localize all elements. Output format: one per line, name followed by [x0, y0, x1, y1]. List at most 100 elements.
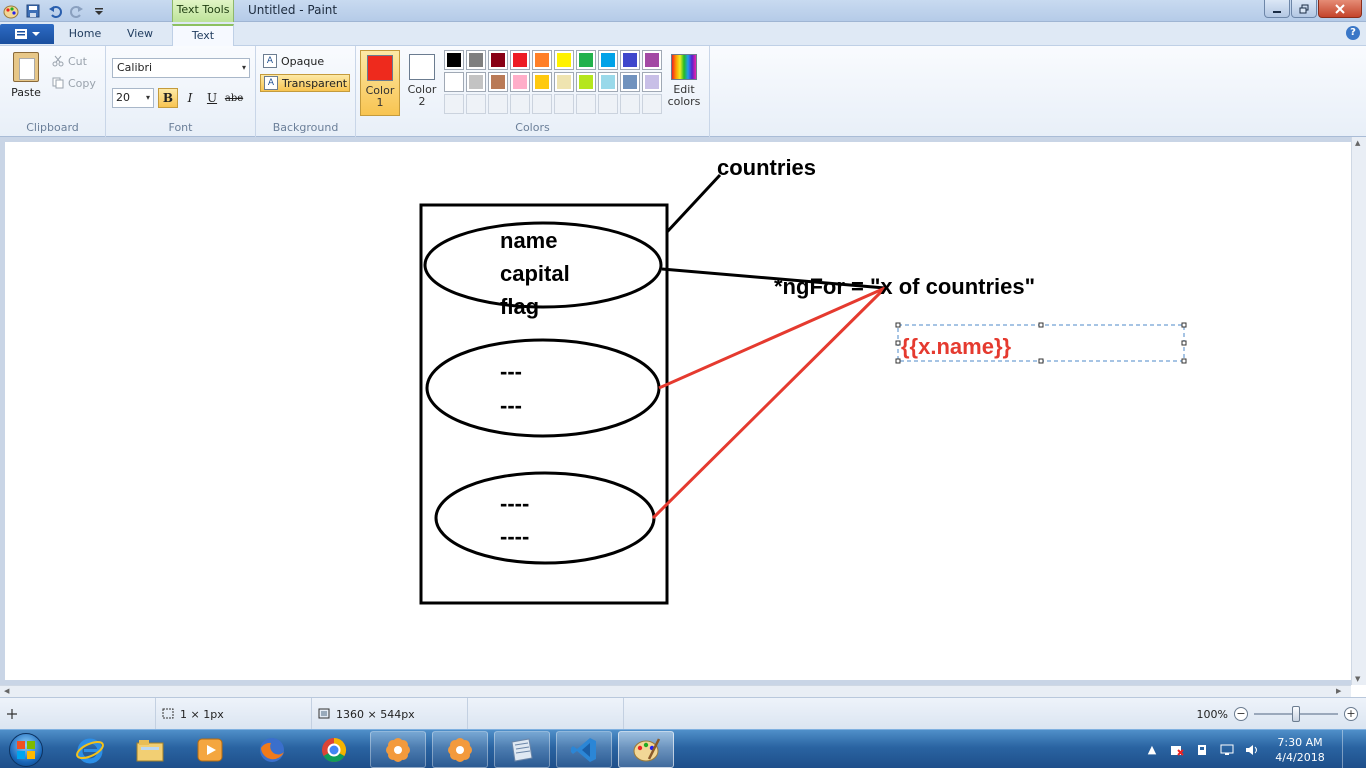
palette-custom-slot[interactable]	[554, 94, 574, 114]
clock[interactable]: 7:30 AM 4/4/2018	[1269, 735, 1331, 765]
cut-button[interactable]: Cut	[52, 52, 87, 70]
zoom-slider-thumb[interactable]	[1292, 706, 1300, 722]
scroll-up-icon[interactable]: ▲	[1355, 139, 1361, 147]
action-center-icon[interactable]	[1169, 742, 1185, 758]
show-hidden-icons-icon[interactable]: ▲	[1147, 743, 1157, 756]
palette-color-swatch[interactable]	[598, 72, 618, 92]
strikethrough-button[interactable]: abe	[224, 92, 244, 104]
paste-button[interactable]: Paste	[6, 52, 46, 104]
minimize-button[interactable]	[1264, 0, 1290, 18]
text-tools-contextual-label: Text Tools	[172, 0, 234, 22]
taskbar-vscode[interactable]	[556, 731, 612, 768]
paint-app-icon[interactable]	[2, 2, 20, 20]
textbox-content[interactable]: {{x.name}}	[901, 334, 1012, 359]
customize-toolbar-icon[interactable]	[90, 2, 108, 20]
color2-button[interactable]: Color 2	[404, 50, 440, 116]
color1-button[interactable]: Color 1	[360, 50, 400, 116]
palette-custom-slot[interactable]	[488, 94, 508, 114]
taskbar-paint[interactable]	[618, 731, 674, 768]
taskbar-notebook[interactable]	[494, 731, 550, 768]
taskbar-firefox[interactable]	[244, 731, 300, 768]
restore-icon	[1299, 4, 1309, 13]
edit-colors-button[interactable]: Edit colors	[662, 50, 706, 116]
swatch-fill	[645, 75, 659, 89]
palette-color-swatch[interactable]	[620, 50, 640, 70]
resize-handle[interactable]	[895, 322, 901, 328]
resize-handle[interactable]	[1181, 358, 1187, 364]
network-icon[interactable]	[1219, 742, 1235, 758]
palette-color-swatch[interactable]	[444, 72, 464, 92]
resize-handle[interactable]	[895, 358, 901, 364]
palette-custom-slot[interactable]	[510, 94, 530, 114]
palette-color-swatch[interactable]	[532, 50, 552, 70]
palette-color-swatch[interactable]	[554, 50, 574, 70]
scroll-left-icon[interactable]: ◀	[4, 687, 10, 695]
palette-color-swatch[interactable]	[576, 50, 596, 70]
palette-color-swatch[interactable]	[510, 50, 530, 70]
palette-color-swatch[interactable]	[642, 72, 662, 92]
device-icon[interactable]	[1194, 742, 1210, 758]
font-size-select[interactable]: 20 ▾	[112, 88, 154, 108]
taskbar-media-player[interactable]	[182, 731, 238, 768]
palette-color-swatch[interactable]	[620, 72, 640, 92]
palette-color-swatch[interactable]	[554, 72, 574, 92]
palette-color-swatch[interactable]	[576, 72, 596, 92]
swatch-fill	[579, 53, 593, 67]
help-icon[interactable]: ?	[1346, 26, 1360, 40]
taskbar-app-flower-1[interactable]	[370, 731, 426, 768]
palette-custom-slot[interactable]	[466, 94, 486, 114]
zoom-slider[interactable]	[1254, 706, 1338, 722]
palette-color-swatch[interactable]	[598, 50, 618, 70]
transparent-button[interactable]: A Transparent	[260, 74, 350, 92]
item2-line2: ---	[500, 393, 522, 418]
palette-custom-slot[interactable]	[532, 94, 552, 114]
taskbar-internet-explorer[interactable]	[62, 731, 118, 768]
undo-icon[interactable]	[46, 2, 64, 20]
zoom-in-button[interactable]: +	[1344, 707, 1358, 721]
paint-menu-button[interactable]	[0, 24, 54, 44]
volume-icon[interactable]	[1244, 742, 1260, 758]
palette-custom-slot[interactable]	[444, 94, 464, 114]
tab-view[interactable]: View	[126, 27, 154, 40]
resize-handle[interactable]	[1038, 358, 1044, 364]
font-family-select[interactable]: Calibri ▾	[112, 58, 250, 78]
palette-color-swatch[interactable]	[510, 72, 530, 92]
taskbar-file-explorer[interactable]	[122, 731, 178, 768]
palette-color-swatch[interactable]	[642, 50, 662, 70]
resize-handle[interactable]	[1181, 322, 1187, 328]
drawing-canvas[interactable]: countries name capital flag --- --- ----…	[5, 142, 1351, 680]
palette-color-swatch[interactable]	[488, 50, 508, 70]
taskbar-chrome[interactable]	[306, 731, 362, 768]
palette-color-swatch[interactable]	[532, 72, 552, 92]
opaque-button[interactable]: A Opaque	[260, 52, 350, 70]
taskbar-app-flower-2[interactable]	[432, 731, 488, 768]
save-icon[interactable]	[24, 2, 42, 20]
scroll-down-icon[interactable]: ▼	[1355, 675, 1361, 683]
palette-color-swatch[interactable]	[488, 72, 508, 92]
palette-custom-slot[interactable]	[642, 94, 662, 114]
palette-color-swatch[interactable]	[444, 50, 464, 70]
scroll-right-icon[interactable]: ▶	[1336, 687, 1342, 695]
redo-icon[interactable]	[68, 2, 86, 20]
show-desktop-button[interactable]	[1342, 730, 1354, 769]
bold-button[interactable]: B	[158, 88, 178, 108]
palette-custom-slot[interactable]	[598, 94, 618, 114]
palette-color-swatch[interactable]	[466, 50, 486, 70]
resize-handle[interactable]	[1181, 340, 1187, 346]
palette-color-swatch[interactable]	[466, 72, 486, 92]
horizontal-scrollbar[interactable]: ◀ ▶	[0, 685, 1351, 697]
tab-home[interactable]: Home	[68, 27, 102, 40]
tab-text[interactable]: Text	[172, 24, 234, 46]
italic-button[interactable]: I	[187, 91, 193, 105]
resize-handle[interactable]	[895, 340, 901, 346]
zoom-out-button[interactable]: −	[1234, 707, 1248, 721]
vertical-scrollbar[interactable]: ▲ ▼	[1351, 137, 1366, 685]
underline-button[interactable]: U	[206, 91, 218, 105]
start-button[interactable]	[4, 731, 48, 768]
resize-handle[interactable]	[1038, 322, 1044, 328]
close-button[interactable]	[1318, 0, 1362, 18]
palette-custom-slot[interactable]	[620, 94, 640, 114]
palette-custom-slot[interactable]	[576, 94, 596, 114]
copy-button[interactable]: Copy	[52, 74, 96, 92]
maximize-button[interactable]	[1291, 0, 1317, 18]
